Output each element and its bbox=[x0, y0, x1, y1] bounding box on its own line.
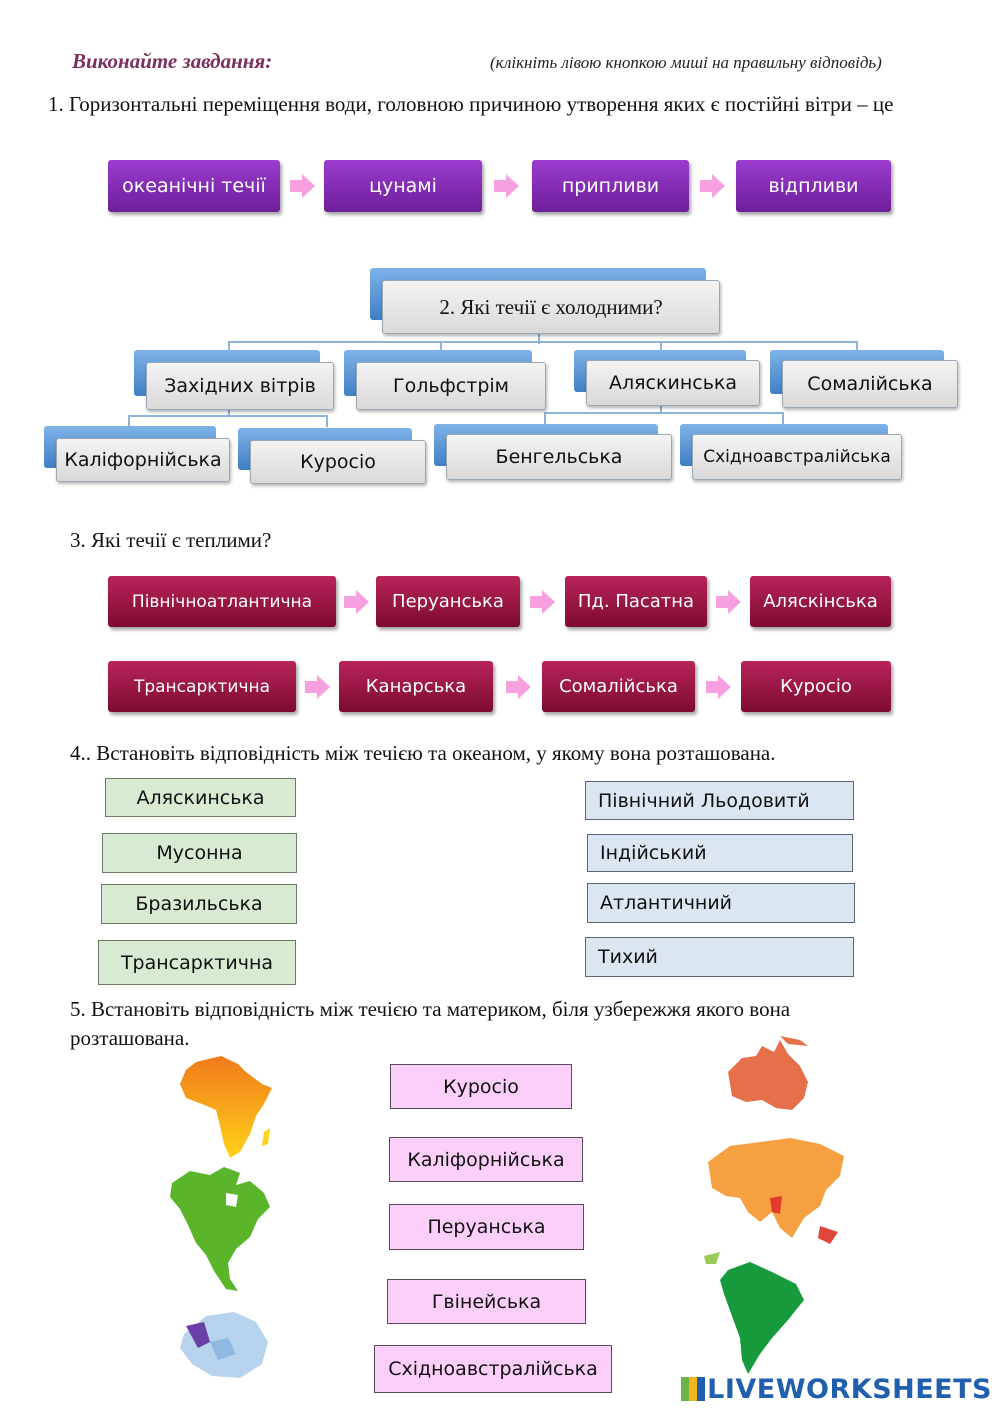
q5-current-kuroshio[interactable]: Куросіо bbox=[390, 1064, 572, 1109]
q2-node-alaska[interactable]: Аляскинська bbox=[574, 350, 760, 406]
question-3-text: 3. Які течії є теплими? bbox=[70, 528, 272, 552]
africa-map-icon[interactable] bbox=[176, 1054, 276, 1160]
q4-current-monsoon[interactable]: Мусонна bbox=[102, 833, 297, 873]
task-title: Виконайте завдання: bbox=[72, 49, 273, 73]
arrow-right-icon bbox=[290, 174, 315, 198]
connector-line bbox=[228, 408, 230, 416]
connector-line bbox=[660, 402, 662, 414]
connector-line bbox=[660, 341, 662, 353]
q2-root-node: 2. Які течії є холодними? bbox=[370, 268, 720, 334]
q3-option-alaskan[interactable]: Аляскінська bbox=[750, 576, 891, 627]
q2-option-label[interactable]: Аляскинська bbox=[586, 360, 760, 406]
connector-line bbox=[538, 332, 540, 344]
arrow-right-icon bbox=[530, 590, 555, 614]
connector-line bbox=[544, 412, 784, 414]
q2-option-label[interactable]: Західних вітрів bbox=[146, 362, 334, 410]
q5-current-guinea[interactable]: Гвінейська bbox=[387, 1279, 586, 1324]
question-1-text: 1. Горизонтальні переміщення води, голов… bbox=[48, 92, 894, 116]
connector-line bbox=[440, 341, 442, 353]
logo-text: LIVEWORKSHEETS bbox=[707, 1374, 992, 1405]
q2-node-west-winds[interactable]: Західних вітрів bbox=[134, 350, 334, 410]
connector-line bbox=[128, 415, 328, 417]
arrow-right-icon bbox=[506, 675, 531, 699]
q2-option-label[interactable]: Східноавстралійська bbox=[692, 434, 902, 480]
liveworksheets-logo: LIVEWORKSHEETS bbox=[681, 1374, 992, 1405]
logo-mark-icon bbox=[681, 1377, 706, 1401]
q1-option-ebbs[interactable]: відпливи bbox=[736, 160, 891, 212]
q2-question-text: 2. Які течії є холодними? bbox=[382, 280, 720, 334]
q2-option-label[interactable]: Гольфстрім bbox=[356, 362, 546, 410]
q2-option-label[interactable]: Бенгельська bbox=[446, 434, 672, 480]
question-5-text: 5. Встановіть відповідність між течією т… bbox=[70, 997, 791, 1021]
eurasia-map-icon[interactable] bbox=[700, 1132, 850, 1252]
q3-option-south-trade-wind[interactable]: Пд. Пасатна bbox=[565, 576, 707, 627]
q2-node-east-australian[interactable]: Східноавстралійська bbox=[680, 424, 902, 480]
q2-node-gulf-stream[interactable]: Гольфстрім bbox=[344, 350, 546, 410]
q4-ocean-arctic[interactable]: Північний Льодовитй bbox=[585, 781, 854, 820]
connector-line bbox=[782, 412, 784, 424]
question-5-text-continued: розташована. bbox=[70, 1026, 190, 1050]
connector-line bbox=[228, 341, 230, 353]
north-america-map-icon[interactable] bbox=[166, 1163, 276, 1295]
q1-option-tsunami[interactable]: цунамі bbox=[324, 160, 482, 212]
q3-option-transarctic[interactable]: Трансарктична bbox=[108, 661, 296, 712]
q2-node-benguela[interactable]: Бенгельська bbox=[434, 424, 672, 480]
task-hint: (клікніть лівою кнопкою миші на правильн… bbox=[490, 53, 882, 72]
q2-option-label[interactable]: Сомалійська bbox=[782, 360, 958, 408]
q4-current-alaska[interactable]: Аляскинська bbox=[105, 778, 296, 817]
q1-option-tides[interactable]: припливи bbox=[532, 160, 689, 212]
arrow-right-icon bbox=[716, 590, 741, 614]
q5-current-east-australian[interactable]: Східноавстралійська bbox=[374, 1345, 612, 1393]
connector-line bbox=[128, 415, 130, 427]
q2-option-label[interactable]: Каліфорнійська bbox=[56, 438, 230, 482]
australia-map-icon[interactable] bbox=[722, 1036, 814, 1120]
q3-option-north-atlantic[interactable]: Північноатлантична bbox=[108, 576, 336, 627]
q3-option-peruvian[interactable]: Перуанська bbox=[376, 576, 520, 627]
arrow-right-icon bbox=[305, 675, 330, 699]
arrow-right-icon bbox=[700, 174, 725, 198]
connector-line bbox=[544, 412, 546, 424]
south-america-map-icon[interactable] bbox=[700, 1250, 810, 1376]
question-4-text: 4.. Встановіть відповідність між течією … bbox=[70, 741, 776, 765]
q2-node-california[interactable]: Каліфорнійська bbox=[44, 426, 230, 482]
q5-current-california[interactable]: Каліфорнійська bbox=[389, 1137, 583, 1182]
q2-node-somali[interactable]: Сомалійська bbox=[770, 350, 960, 408]
q3-option-somali[interactable]: Сомалійська bbox=[542, 661, 695, 712]
connector-line bbox=[326, 415, 328, 427]
q3-option-canary[interactable]: Канарська bbox=[339, 661, 493, 712]
q4-current-transarctic[interactable]: Трансарктична bbox=[98, 940, 296, 985]
q4-ocean-pacific[interactable]: Тихий bbox=[585, 937, 854, 977]
q4-ocean-indian[interactable]: Індійський bbox=[587, 834, 853, 872]
q2-option-label[interactable]: Куросіо bbox=[250, 440, 426, 484]
q5-current-peruvian[interactable]: Перуанська bbox=[389, 1204, 584, 1250]
arrow-right-icon bbox=[706, 675, 731, 699]
q2-node-kuroshio[interactable]: Куросіо bbox=[238, 428, 426, 484]
q1-option-ocean-currents[interactable]: океанічні течії bbox=[108, 160, 280, 212]
arrow-right-icon bbox=[344, 590, 369, 614]
connector-line bbox=[228, 341, 858, 343]
arrow-right-icon bbox=[494, 174, 519, 198]
q4-current-brazil[interactable]: Бразильська bbox=[101, 884, 297, 924]
connector-line bbox=[856, 341, 858, 353]
q3-option-kuroshio[interactable]: Куросіо bbox=[741, 661, 891, 712]
antarctica-map-icon[interactable] bbox=[176, 1308, 272, 1380]
q4-ocean-atlantic[interactable]: Атлантичний bbox=[587, 883, 855, 923]
